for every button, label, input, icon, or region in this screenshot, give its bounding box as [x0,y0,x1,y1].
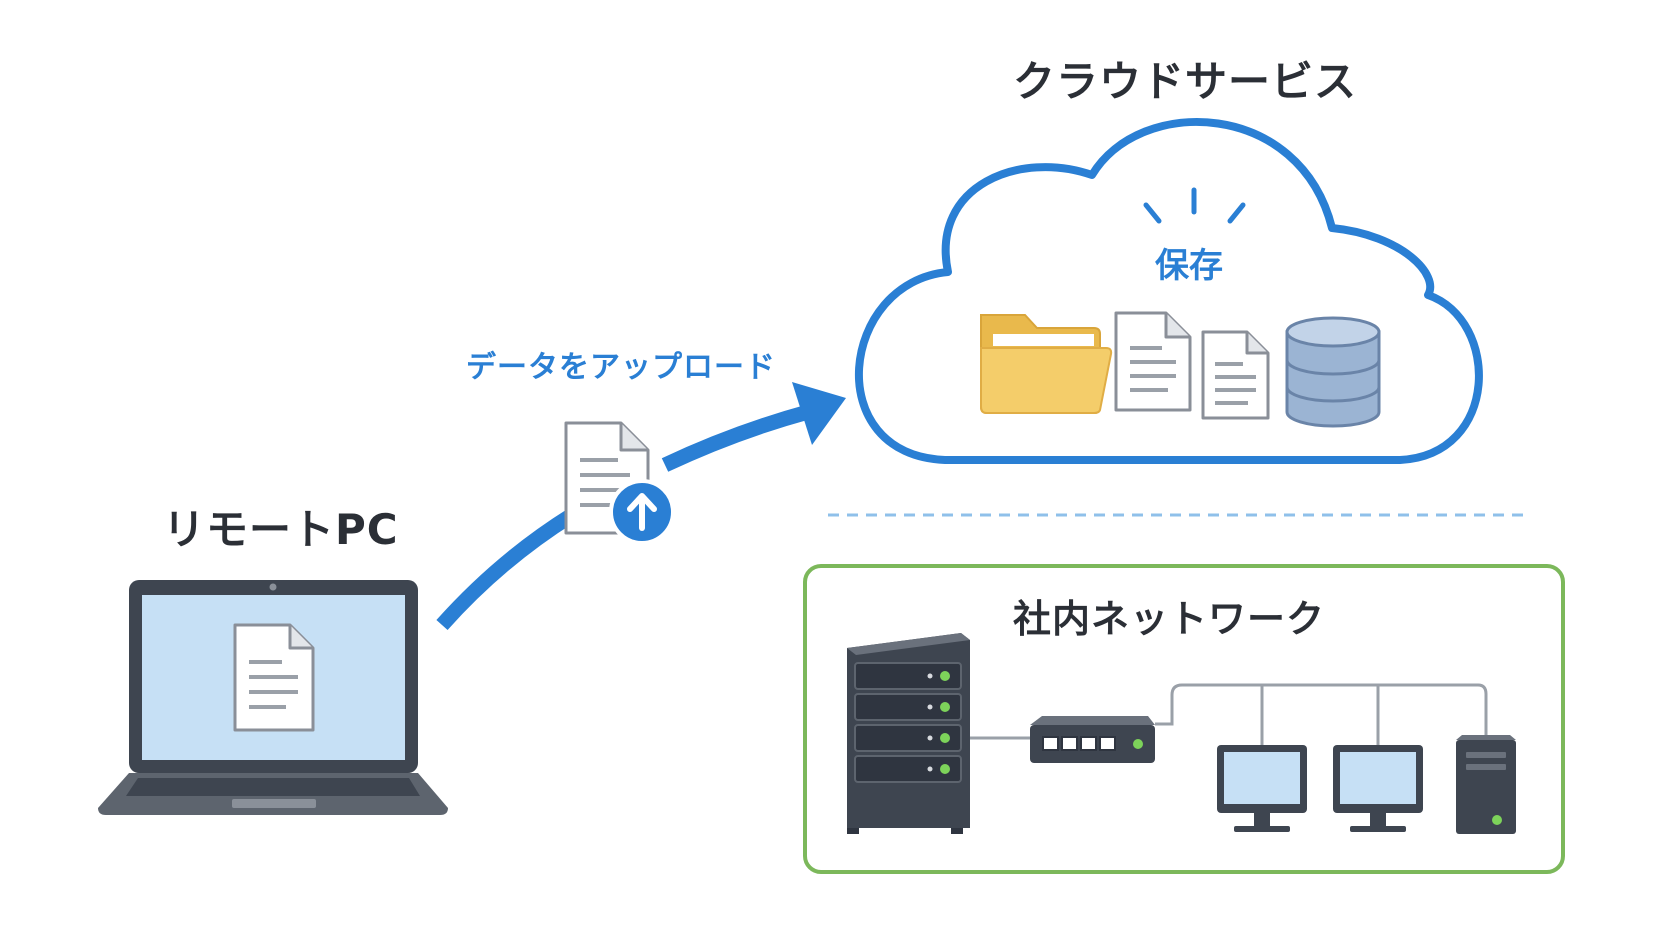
storage-label: 保存 [1155,246,1223,286]
internal-network-label: 社内ネットワーク [1013,597,1326,641]
document-icon [233,623,315,732]
cloud-service-title: クラウドサービス [1013,57,1358,106]
upload-icon [609,479,675,545]
laptop-icon [98,580,448,815]
tower-pc-icon [1456,735,1516,834]
server-rack-icon [847,633,970,834]
remote-pc-label: リモートPC [163,505,399,554]
monitor-icon [1217,745,1307,832]
database-icon [1285,316,1381,428]
network-switch-icon [1030,716,1155,763]
monitor-icon [1333,745,1423,832]
folder-icon [980,314,1113,414]
document-icon [1201,330,1270,420]
network-cables [970,683,1488,745]
document-icon [1114,311,1192,412]
upload-arrow [436,382,846,630]
sparkle-icon [1143,187,1246,224]
upload-label: データをアップロード [466,350,776,385]
